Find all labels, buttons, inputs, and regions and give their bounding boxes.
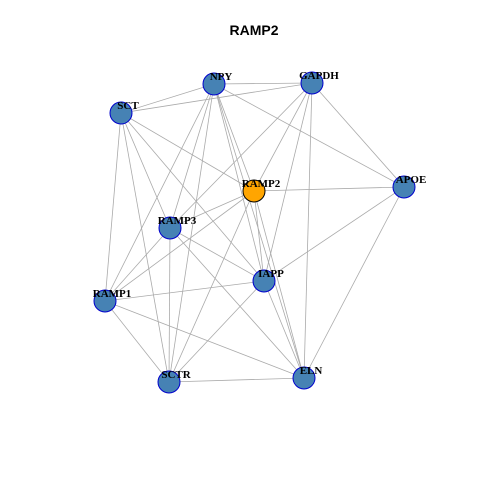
edge-npy-apoe: [213, 83, 405, 188]
edge-apoe-eln: [303, 186, 405, 379]
edge-sct-ramp1: [104, 112, 122, 302]
node-ramp2: RAMP2: [242, 178, 281, 203]
graph-title: RAMP2: [229, 22, 278, 38]
node-eln: ELN: [292, 365, 323, 390]
node-sct: SCT: [109, 100, 139, 125]
edge-ramp3-ramp1: [104, 227, 171, 302]
node-circle-gapdh: [300, 71, 324, 95]
node-circle-apoe: [392, 175, 416, 199]
edge-sct-ramp3: [120, 112, 171, 229]
node-circle-ramp1: [93, 289, 117, 313]
node-label-sct: SCT: [117, 100, 139, 112]
edge-ramp3-iapp: [169, 227, 265, 282]
node-iapp: IAPP: [252, 268, 284, 293]
node-circle-iapp: [252, 269, 276, 293]
node-label-apoe: APOE: [396, 174, 427, 186]
edge-gapdh-apoe: [311, 82, 405, 188]
node-circle-ramp3: [158, 216, 182, 240]
edges-layer: [104, 82, 405, 383]
edge-ramp3-sctr: [168, 227, 171, 383]
edge-iapp-ramp1: [104, 280, 265, 302]
edge-npy-sctr: [168, 83, 215, 383]
edge-iapp-eln: [263, 280, 305, 379]
node-npy: NPY: [202, 71, 233, 96]
edge-ramp1-sctr: [104, 300, 170, 383]
node-label-ramp1: RAMP1: [93, 288, 132, 300]
edge-iapp-sctr: [168, 280, 265, 383]
edge-ramp1-eln: [104, 300, 305, 379]
edge-npy-gapdh: [213, 82, 313, 85]
node-label-iapp: IAPP: [258, 268, 284, 280]
edge-npy-ramp2: [213, 83, 255, 192]
edge-gapdh-sct: [120, 82, 313, 114]
node-apoe: APOE: [392, 174, 427, 199]
node-circle-npy: [202, 72, 226, 96]
edge-gapdh-ramp3: [169, 82, 313, 229]
node-label-npy: NPY: [210, 71, 233, 83]
edge-npy-sct: [120, 83, 215, 114]
edge-ramp2-eln: [253, 190, 305, 379]
node-label-gapdh: GAPDH: [299, 70, 339, 82]
node-gapdh: GAPDH: [299, 70, 339, 95]
node-ramp1: RAMP1: [93, 288, 132, 313]
edge-ramp2-iapp: [253, 190, 265, 282]
node-label-ramp2: RAMP2: [242, 178, 281, 190]
node-ramp3: RAMP3: [158, 215, 197, 240]
node-circle-ramp2: [242, 179, 266, 203]
edge-ramp2-apoe: [253, 186, 405, 192]
node-sctr: SCTR: [157, 369, 192, 394]
node-circle-sct: [109, 101, 133, 125]
edge-npy-ramp3: [169, 83, 215, 229]
edge-gapdh-ramp2: [253, 82, 313, 192]
edge-sct-iapp: [120, 112, 265, 282]
edge-apoe-iapp: [263, 186, 405, 282]
edge-ramp2-ramp1: [104, 190, 255, 302]
node-circle-eln: [292, 366, 316, 390]
edge-npy-ramp1: [104, 83, 215, 302]
node-circle-sctr: [157, 370, 181, 394]
edge-sct-sctr: [120, 112, 170, 383]
edge-sct-ramp2: [120, 112, 255, 192]
edge-npy-eln: [213, 83, 305, 379]
edge-ramp2-sctr: [168, 190, 255, 383]
node-label-ramp3: RAMP3: [158, 215, 197, 227]
edge-gapdh-iapp: [263, 82, 313, 282]
edge-sctr-eln: [168, 377, 305, 383]
edge-ramp3-eln: [169, 227, 305, 379]
edge-ramp2-ramp3: [169, 190, 255, 229]
node-label-sctr: SCTR: [161, 369, 191, 381]
edge-gapdh-eln: [303, 82, 313, 379]
node-label-eln: ELN: [300, 365, 323, 377]
